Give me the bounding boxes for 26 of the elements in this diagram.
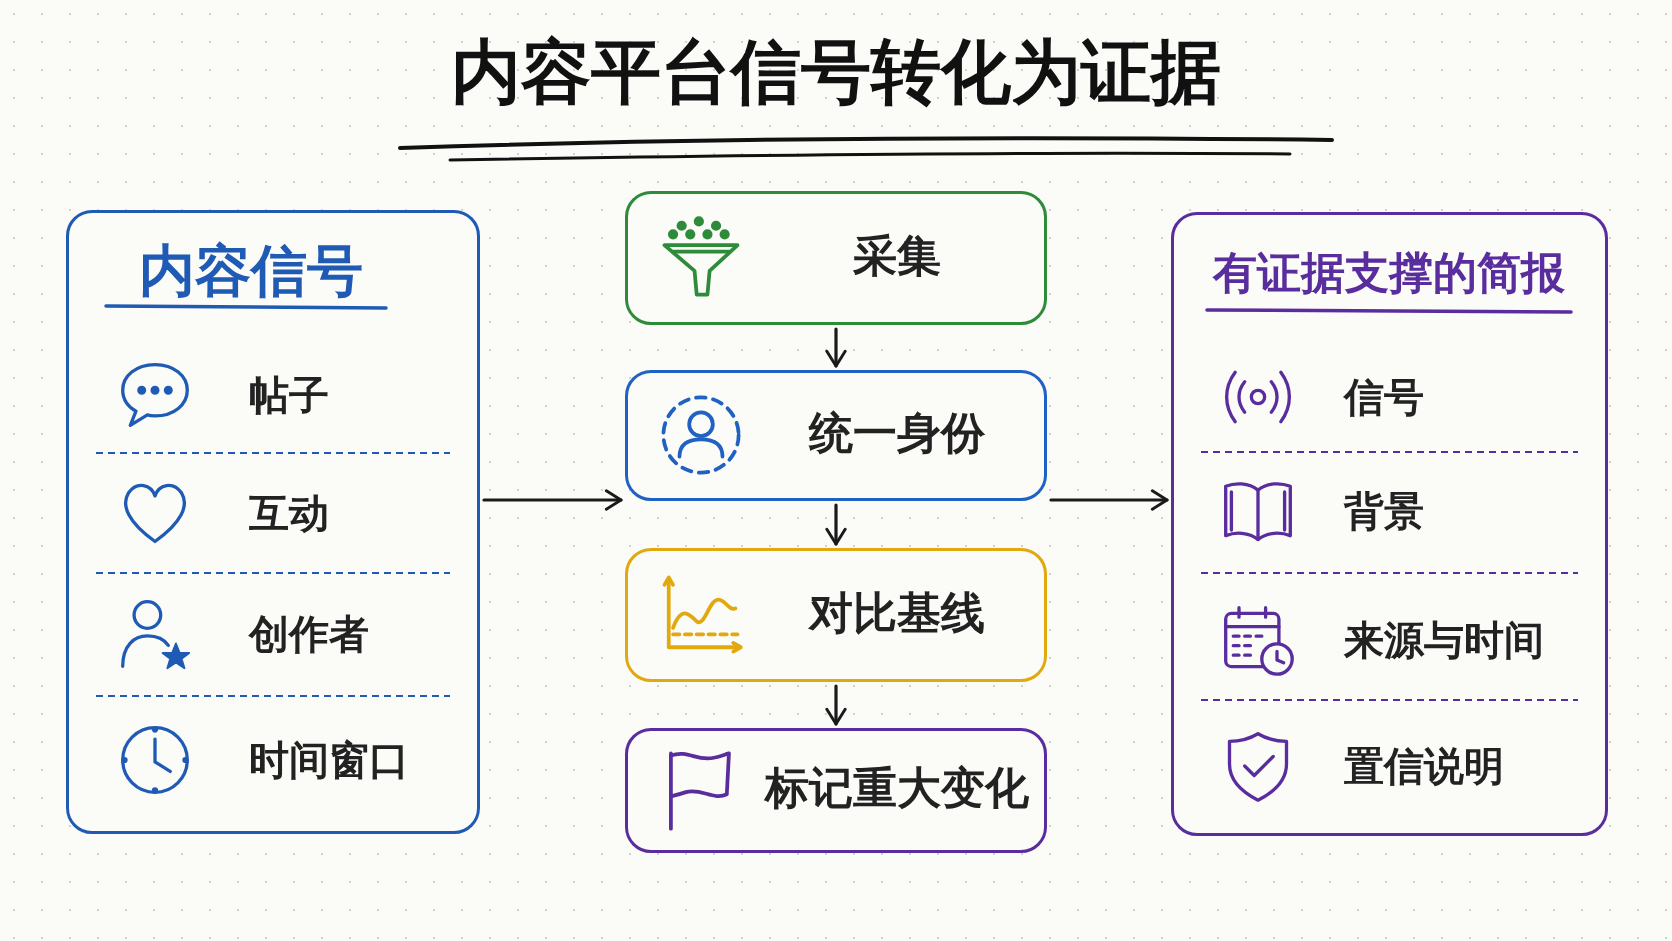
step-label: 采集 [851, 233, 942, 278]
item-label: 帖子 [249, 375, 329, 415]
panel [1171, 212, 1608, 836]
panel-heading: 内容信号 [139, 243, 363, 299]
step-label: 统一身份 [807, 411, 986, 455]
item-label: 创作者 [249, 614, 369, 654]
item-label: 来源与时间 [1344, 620, 1544, 660]
arrow [482, 489, 623, 511]
arrow [825, 503, 847, 546]
arrow [1049, 489, 1169, 511]
panel-heading: 有证据支撑的简报 [1211, 251, 1566, 295]
process-box [625, 548, 1047, 682]
arrow [825, 684, 847, 726]
process-box [625, 191, 1047, 325]
title: 内容平台信号转化为证据 [451, 31, 1221, 113]
item-label: 互动 [249, 493, 329, 533]
step-label: 对比基线 [807, 590, 986, 635]
process-box [625, 728, 1047, 853]
item-label: 置信说明 [1344, 746, 1504, 786]
item-label: 背景 [1344, 491, 1424, 531]
panel [66, 210, 480, 834]
item-label: 时间窗口 [249, 740, 409, 780]
process-box [625, 370, 1047, 501]
arrow [825, 327, 847, 368]
item-label: 信号 [1344, 377, 1424, 417]
step-label: 标记重大变化 [763, 766, 1030, 810]
